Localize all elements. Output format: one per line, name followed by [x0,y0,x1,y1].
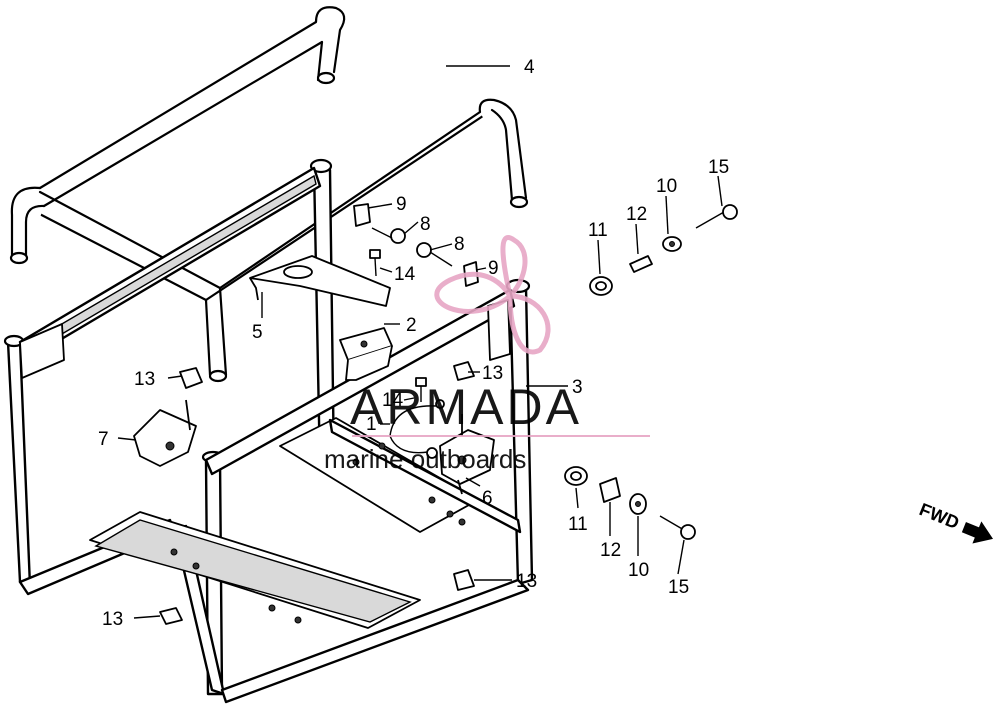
callout-9-lower: 9 [488,258,499,279]
hardware [159,203,479,625]
callout-11-upper: 11 [588,220,608,241]
callout-14-upper: 14 [394,264,416,285]
hardware-upper-right [589,204,738,296]
callout-11-lower: 11 [568,514,588,535]
watermark-brand: ARMADA [350,379,582,435]
callout-8-upper: 8 [420,214,431,235]
fwd-label: FWD [917,499,962,533]
callout-13-right-lower: 13 [516,571,537,592]
callout-1: 1 [366,414,377,435]
main-frame [3,158,534,704]
callout-12-lower: 12 [600,540,621,561]
callout-13-right-upper: 13 [482,363,503,384]
callout-5: 5 [252,322,263,343]
watermark-flower-icon [434,235,551,355]
mount-holes [170,442,466,624]
callout-9-upper: 9 [396,194,407,215]
forward-indicator: FWD [917,499,994,544]
callout-13-left-lower: 13 [102,609,123,630]
callout-10-lower: 10 [628,560,649,581]
callout-12-upper: 12 [626,204,647,225]
leader-lines [117,65,723,619]
callout-8-lower: 8 [454,234,465,255]
callout-10-upper: 10 [656,176,677,197]
bracket-2 [339,327,393,381]
rubber-mount-6 [439,414,495,495]
callout-4: 4 [524,57,535,78]
watermark-tagline: marine outboards [324,444,526,474]
engine-bracket [249,255,391,307]
fwd-arrow-icon [961,521,994,544]
callout-3: 3 [572,377,583,398]
callout-15-upper: 15 [708,157,729,178]
callout-7: 7 [98,429,109,450]
callout-14-lower: 14 [382,390,404,411]
hardware-lower-right [564,466,696,540]
callout-2: 2 [406,315,417,336]
callout-6: 6 [482,488,493,509]
callout-15-lower: 15 [668,577,689,598]
rubber-mount-7 [133,399,197,467]
top-handle-bar [9,6,529,383]
callout-13-left-upper: 13 [134,369,155,390]
callouts: 4 3 2 5 9 8 8 14 9 7 6 1 14 13 13 13 13 … [98,57,729,630]
watermark: ARMADA marine outboards [324,235,650,474]
